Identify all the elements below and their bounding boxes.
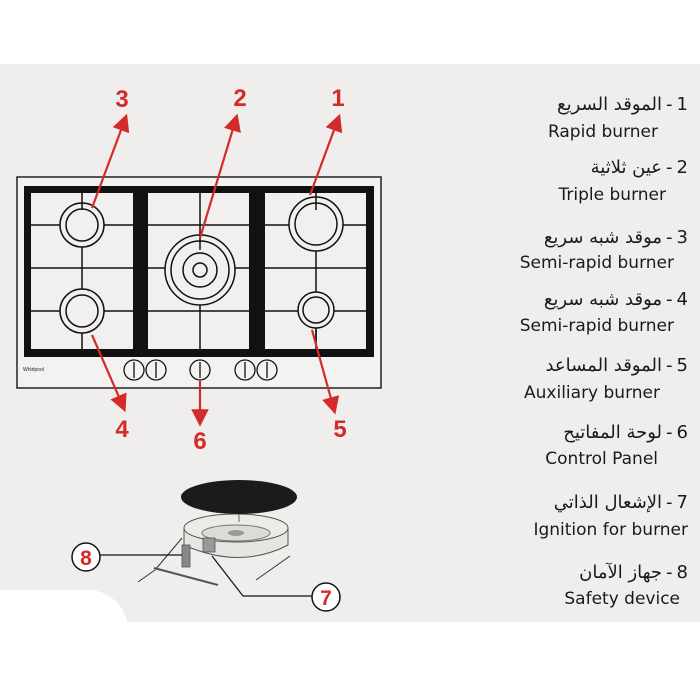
- legend-ar: الموقد المساعد: [545, 355, 663, 376]
- legend-en: Auxiliary burner: [524, 383, 660, 403]
- control-knobs: [123, 359, 278, 381]
- legend-item-2: عين ثلاثية-2: [590, 157, 688, 178]
- legend-en: Safety device: [564, 589, 680, 609]
- burner-detail: [137, 480, 297, 586]
- callout-6: 6: [193, 428, 206, 455]
- callout-4: 4: [115, 416, 129, 443]
- legend-num: 1: [676, 94, 688, 115]
- legend-item-3: موقد شبه سريع-3: [543, 227, 688, 248]
- legend-item-4: موقد شبه سريع-4: [543, 289, 688, 310]
- callout-8: 8: [80, 547, 92, 570]
- legend-en: Triple burner: [558, 185, 666, 205]
- legend-ar: موقد شبه سريع: [543, 227, 663, 248]
- callout-1: 1: [331, 85, 344, 112]
- legend-ar: موقد شبه سريع: [543, 289, 663, 310]
- burner-3: [59, 202, 105, 248]
- legend-num: 2: [676, 157, 688, 178]
- legend-en: Control Panel: [545, 449, 658, 469]
- legend-num: 7: [676, 492, 688, 513]
- legend-num: 3: [676, 227, 688, 248]
- brand-logo: Whirlpool: [23, 367, 44, 373]
- legend-num: 6: [676, 422, 688, 443]
- legend-en: Rapid burner: [547, 122, 658, 142]
- burner-5: [297, 291, 335, 329]
- legend-num: 8: [676, 562, 688, 583]
- callout-7-badge: 7: [311, 582, 341, 612]
- burner-2: [164, 234, 236, 306]
- legend-item-8: جهاز الآمان-8: [579, 562, 688, 583]
- legend-ar: عين ثلاثية: [590, 157, 663, 178]
- legend-num: 5: [676, 355, 688, 376]
- legend-item-7: الإشعال الذاتي-7: [553, 492, 688, 513]
- legend-en: Ignition for burner: [533, 520, 688, 540]
- callout-3: 3: [115, 86, 128, 113]
- legend-ar: الموقد السريع: [557, 94, 663, 115]
- legend-num: 4: [676, 289, 688, 310]
- legend-en: Semi-rapid burner: [519, 316, 674, 336]
- cooktop: Whirlpool: [16, 176, 382, 389]
- burner-4: [59, 288, 105, 334]
- callout-8-badge: 8: [71, 542, 101, 572]
- callout-5: 5: [333, 416, 346, 443]
- legend-en: Semi-rapid burner: [519, 253, 674, 273]
- callout-2: 2: [233, 85, 246, 112]
- legend-item-5: الموقد المساعد-5: [545, 355, 688, 376]
- legend-item-1: الموقد السريع-1: [557, 94, 688, 115]
- white-corner: [0, 590, 128, 630]
- legend-ar: لوحة المفاتيح: [563, 422, 663, 443]
- callout-7: 7: [320, 587, 332, 610]
- legend-ar: الإشعال الذاتي: [553, 492, 663, 513]
- legend-ar: جهاز الآمان: [579, 562, 663, 583]
- callout-arrows: [90, 113, 343, 427]
- legend-item-6: لوحة المفاتيح-6: [563, 422, 688, 443]
- burner-1: [288, 196, 344, 252]
